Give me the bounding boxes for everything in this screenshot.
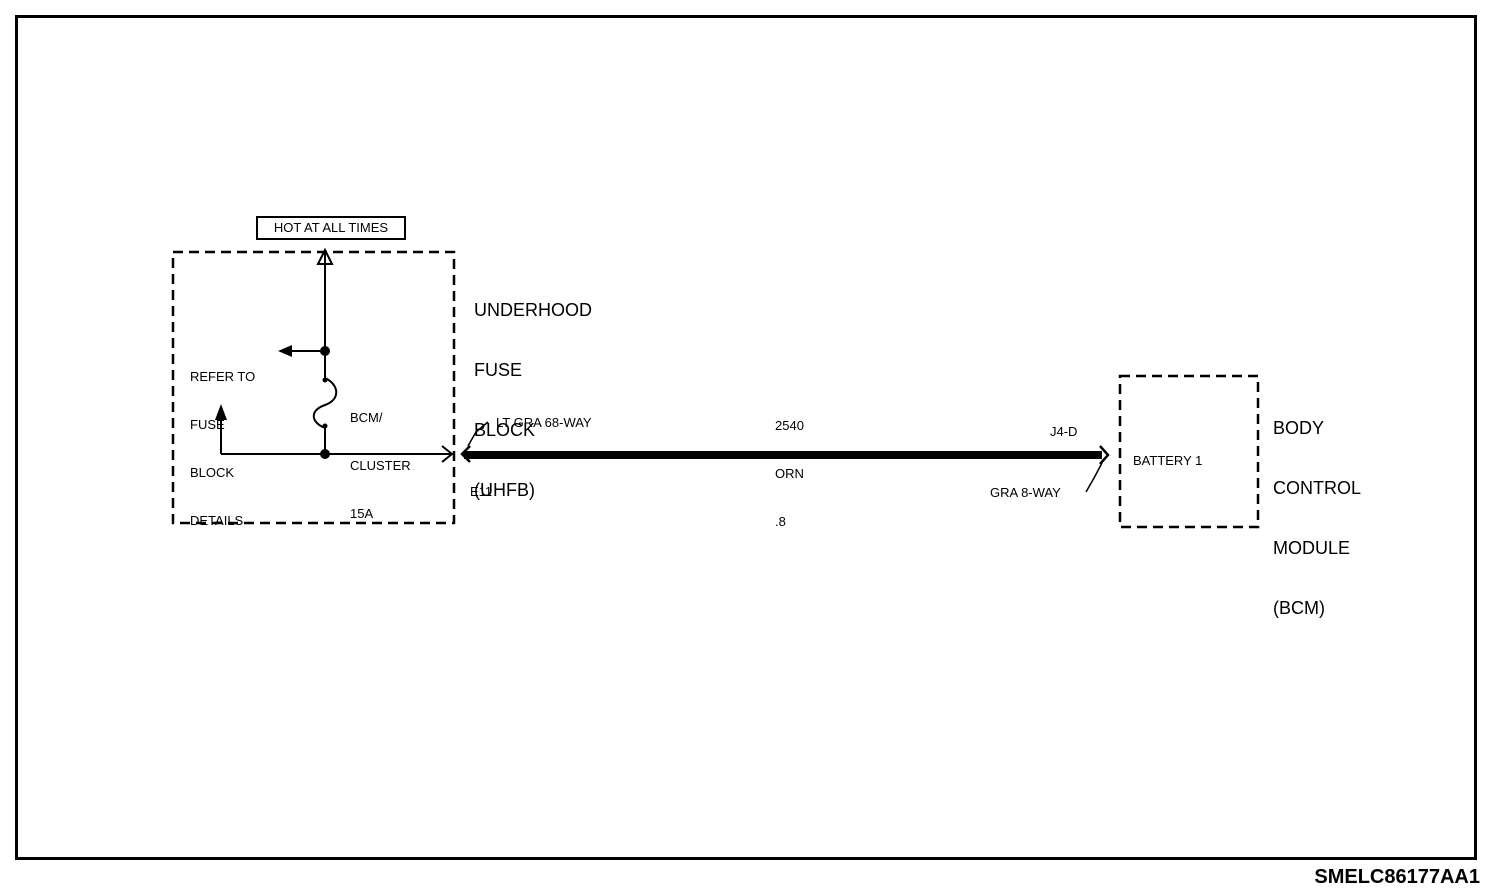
bcm-input-label: BATTERY 1 (1133, 453, 1203, 468)
bcm-connector-label: GRA 8-WAY (990, 485, 1061, 500)
uhfb-name-line: UNDERHOOD (474, 300, 593, 320)
feed-arrow-icon (316, 247, 334, 265)
fuse-terminal-bottom (322, 423, 328, 429)
fuse-icon (312, 377, 338, 429)
refer-line: BLOCK (190, 465, 235, 480)
uhfb-connector-label: LT GRA 68-WAY (496, 415, 592, 430)
uhfb-box (171, 250, 456, 525)
fuse-label: BCM/ CLUSTER 15A (350, 378, 411, 538)
bcm-connector-leader (1085, 462, 1103, 493)
fuse-label-line: BCM/ (350, 410, 383, 425)
refer-line: FUSE (190, 417, 225, 432)
bcm-box (1118, 374, 1260, 529)
uhfb-terminal-label: E11 (470, 484, 493, 499)
fuse-label-line: CLUSTER (350, 458, 411, 473)
uhfb-name: UNDERHOOD FUSE BLOCK (UHFB) (474, 260, 592, 520)
bcm-connector-icon (1099, 445, 1110, 465)
wire-gauge: .8 (775, 514, 786, 529)
uhfb-name-line: FUSE (474, 360, 523, 380)
bcm-name-line: CONTROL (1273, 478, 1362, 498)
figure-code: SMELC86177AA1 (1314, 866, 1480, 888)
wire-spec: 2540 ORN .8 (775, 386, 804, 546)
bcm-name-line: (BCM) (1273, 598, 1325, 618)
wire-color: ORN (775, 466, 804, 481)
hot-at-all-times-label: HOT AT ALL TIMES (256, 216, 406, 240)
uhfb-name-line: (UHFB) (474, 480, 535, 500)
diagram-frame (15, 15, 1477, 860)
refer-to-fuse-block-details: REFER TO FUSE BLOCK DETAILS (190, 337, 255, 545)
uhfb-name-line: BLOCK (474, 420, 536, 440)
uhfb-connector-male-icon (460, 445, 471, 463)
refer-line: REFER TO (190, 369, 256, 384)
uhfb-connector-female-icon (441, 445, 454, 463)
bcm-name: BODY CONTROL MODULE (BCM) (1273, 378, 1361, 638)
fuse-label-line: 15A (350, 506, 374, 521)
wire-circuit: 2540 (775, 418, 804, 433)
bcm-terminal-label: J4-D (1050, 424, 1078, 439)
refer-up-arrow-icon (215, 404, 227, 420)
uhfb-connector-leader (467, 421, 489, 447)
bcm-name-line: MODULE (1273, 538, 1351, 558)
bcm-name-line: BODY (1273, 418, 1325, 438)
fuse-terminal-top (322, 377, 328, 383)
refer-arrow-icon (278, 345, 292, 357)
refer-line: DETAILS (190, 513, 244, 528)
